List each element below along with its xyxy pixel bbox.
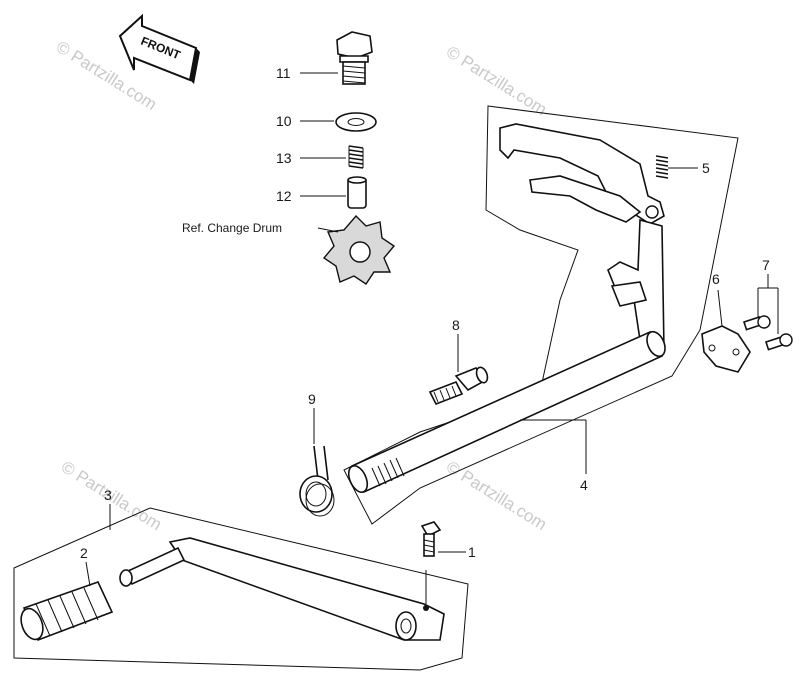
pin-12 xyxy=(347,176,367,209)
callout-11: 11 xyxy=(276,65,291,81)
bolt-11 xyxy=(336,31,373,85)
callout-13: 13 xyxy=(276,150,292,166)
group-outline-3 xyxy=(13,507,469,671)
callout-4: 4 xyxy=(580,477,588,493)
bolt-1 xyxy=(420,521,442,557)
shift-mechanism-4 xyxy=(499,123,665,358)
callout-7: 7 xyxy=(762,257,770,273)
callout-9: 9 xyxy=(308,391,316,407)
callout-3: 3 xyxy=(104,487,112,503)
callout-10: 10 xyxy=(276,113,292,129)
change-drum-star xyxy=(322,214,396,285)
spring-13 xyxy=(348,145,364,169)
shift-pedal xyxy=(119,537,445,641)
group-outline-4 xyxy=(343,105,739,525)
front-arrow-icon: FRONT xyxy=(118,13,200,84)
pedal-rubber-2 xyxy=(20,581,114,642)
callout-5: 5 xyxy=(702,160,710,176)
plate-6 xyxy=(701,325,751,373)
callout-1: 1 xyxy=(468,544,476,560)
spring-9 xyxy=(299,445,335,517)
callout-12: 12 xyxy=(276,188,292,204)
callout-2: 2 xyxy=(80,545,88,561)
spring-5 xyxy=(655,155,669,179)
shift-shaft-4 xyxy=(347,330,666,494)
ref-change-drum-label: Ref. Change Drum xyxy=(182,221,282,235)
callout-8: 8 xyxy=(452,317,460,333)
watermarks: © Partzilla.com © Partzilla.com © Partzi… xyxy=(53,37,550,534)
callout-6: 6 xyxy=(712,271,720,287)
bolt-8 xyxy=(428,366,489,406)
washer-10 xyxy=(335,112,377,132)
watermark: © Partzilla.com xyxy=(443,457,550,534)
screws-7 xyxy=(742,315,793,351)
